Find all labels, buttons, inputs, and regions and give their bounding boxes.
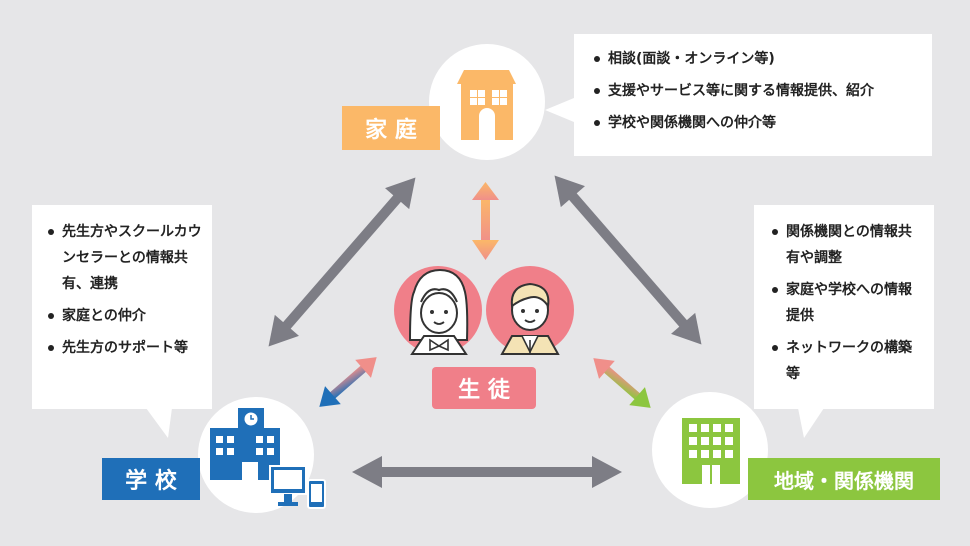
arrow-student-community (593, 358, 651, 408)
home-label: 家 庭 (342, 106, 440, 150)
home-info-box: 相談(面談・オンライン等) 支援やサービス等に関する情報提供、紹介 学校や関係機… (574, 34, 932, 156)
list-item: ネットワークの構築等 (770, 335, 924, 387)
community-bubble-tail (798, 408, 824, 438)
student-label: 生 徒 (432, 367, 536, 409)
arrow-school-community (352, 456, 622, 488)
list-item: 学校や関係機関への仲介等 (592, 110, 916, 136)
list-item: 相談(面談・オンライン等) (592, 46, 916, 72)
house-icon (457, 70, 516, 140)
list-item: 先生方のサポート等 (46, 335, 202, 361)
computer-monitor-icon (269, 465, 307, 506)
list-item: 支援やサービス等に関する情報提供、紹介 (592, 78, 916, 104)
school-label: 学 校 (102, 458, 200, 500)
school-info-box: 先生方やスクールカウンセラーとの情報共有、連携 家庭との仲介 先生方のサポート等 (32, 205, 212, 409)
list-item: 家庭や学校への情報提供 (770, 277, 924, 329)
school-bubble-tail (146, 408, 172, 438)
community-info-box: 関係機関との情報共有や調整 家庭や学校への情報提供 ネットワークの構築等 (754, 205, 934, 409)
list-item: 先生方やスクールカウンセラーとの情報共有、連携 (46, 219, 202, 297)
office-building-icon (682, 418, 740, 484)
community-label: 地域・関係機関 (748, 458, 940, 500)
list-item: 関係機関との情報共有や調整 (770, 219, 924, 271)
list-item: 家庭との仲介 (46, 303, 202, 329)
student-boy-icon (486, 266, 574, 355)
arrow-home-school (268, 177, 416, 347)
student-girl-icon (394, 266, 482, 355)
arrow-student-home (472, 182, 499, 260)
arrow-student-school (319, 357, 377, 407)
arrow-home-community (554, 175, 702, 345)
smartphone-icon (307, 479, 326, 509)
school-building-icon (210, 408, 280, 480)
home-bubble-tail (545, 98, 574, 122)
